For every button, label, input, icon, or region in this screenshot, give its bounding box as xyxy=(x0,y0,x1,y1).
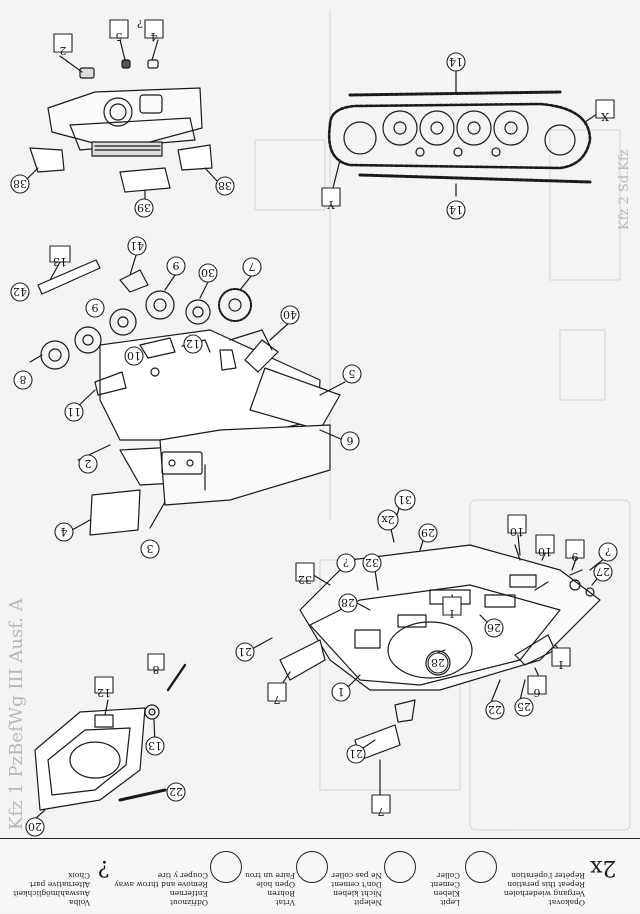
turret-labels xyxy=(10,19,235,218)
part-label: 9 xyxy=(572,550,579,563)
part-label: 40 xyxy=(283,308,297,321)
hull-detail-labels xyxy=(25,653,186,837)
part-label: 41 xyxy=(130,239,144,252)
part-label: 9 xyxy=(92,301,99,314)
glue-icon xyxy=(465,851,497,883)
part-label: 1 xyxy=(338,685,345,698)
part-label: I xyxy=(559,658,563,671)
part-label: 20 xyxy=(28,820,42,833)
part-label: 10 xyxy=(538,545,552,558)
part-label: 4 xyxy=(151,30,158,43)
part-label: 13 xyxy=(148,739,162,752)
part-label: 2 xyxy=(60,44,67,57)
part-label: 42 xyxy=(13,285,27,298)
ghost-title-left: Kfz 1 PzBefWg III Ausf. A xyxy=(6,597,27,830)
part-label: 7 xyxy=(274,693,281,706)
part-label: 26 xyxy=(487,621,501,634)
part-label: 6 xyxy=(534,686,541,699)
part-label: ? xyxy=(605,545,611,558)
part-label: 39 xyxy=(137,201,151,214)
part-label: 12 xyxy=(186,337,200,350)
part-label: 38 xyxy=(218,179,232,192)
part-label: 22 xyxy=(488,703,502,716)
part-label: 30 xyxy=(201,266,215,279)
suspension-assembly xyxy=(29,251,346,536)
part-label: 21 xyxy=(349,747,363,760)
part-label: I xyxy=(450,607,454,620)
part-label: 6 xyxy=(347,434,354,447)
knife-icon xyxy=(210,851,242,883)
part-label: 10 xyxy=(510,525,524,538)
part-label: 27 xyxy=(596,565,610,578)
part-label: 21 xyxy=(238,645,252,658)
hull-floor-assembly xyxy=(249,504,606,796)
part-label: 7 xyxy=(378,805,385,818)
part-label: 31 xyxy=(398,493,412,506)
part-label: 2x xyxy=(381,513,395,526)
no-glue-icon xyxy=(384,851,416,883)
part-label: 32 xyxy=(365,556,379,569)
part-label: 7 xyxy=(249,260,256,273)
hull-floor-labels xyxy=(235,489,618,814)
track-assembly xyxy=(327,71,601,197)
part-label: 8 xyxy=(20,373,27,386)
part-label: X xyxy=(601,110,609,123)
optional-mark: ? xyxy=(98,855,110,880)
part-label: 8 xyxy=(153,663,160,676)
part-label: 4 xyxy=(61,525,68,538)
part-label: 22 xyxy=(169,785,183,798)
track-labels xyxy=(321,52,615,220)
ghost-title-right: Kfz 2 Sd.Kfz xyxy=(617,149,632,230)
part-label: 25 xyxy=(517,700,531,713)
part-label: 5 xyxy=(349,367,356,380)
part-label: 10 xyxy=(127,349,141,362)
part-label: 13 xyxy=(53,255,67,268)
part-label: 9 xyxy=(173,259,180,272)
part-label: 28 xyxy=(431,656,445,669)
part-label: 2 xyxy=(85,457,92,470)
suspension-labels xyxy=(10,236,362,559)
part-label: 29 xyxy=(421,526,435,539)
part-label: ? xyxy=(137,17,143,30)
turret-assembly xyxy=(27,39,219,201)
part-label: 11 xyxy=(67,405,81,418)
part-label: 12 xyxy=(97,686,111,699)
part-label: Y xyxy=(327,198,336,211)
part-label: 28 xyxy=(341,596,355,609)
part-label: 5 xyxy=(116,30,123,43)
part-label: 3 xyxy=(147,542,154,555)
hull-detail-assembly xyxy=(34,663,187,819)
part-label: ? xyxy=(343,556,349,569)
part-label: 14 xyxy=(449,55,463,68)
part-label: 32 xyxy=(298,573,312,586)
part-label: 14 xyxy=(449,203,463,216)
part-label: 38 xyxy=(13,177,27,190)
drill-icon xyxy=(296,851,328,883)
repeat-count: 2x xyxy=(590,855,617,880)
